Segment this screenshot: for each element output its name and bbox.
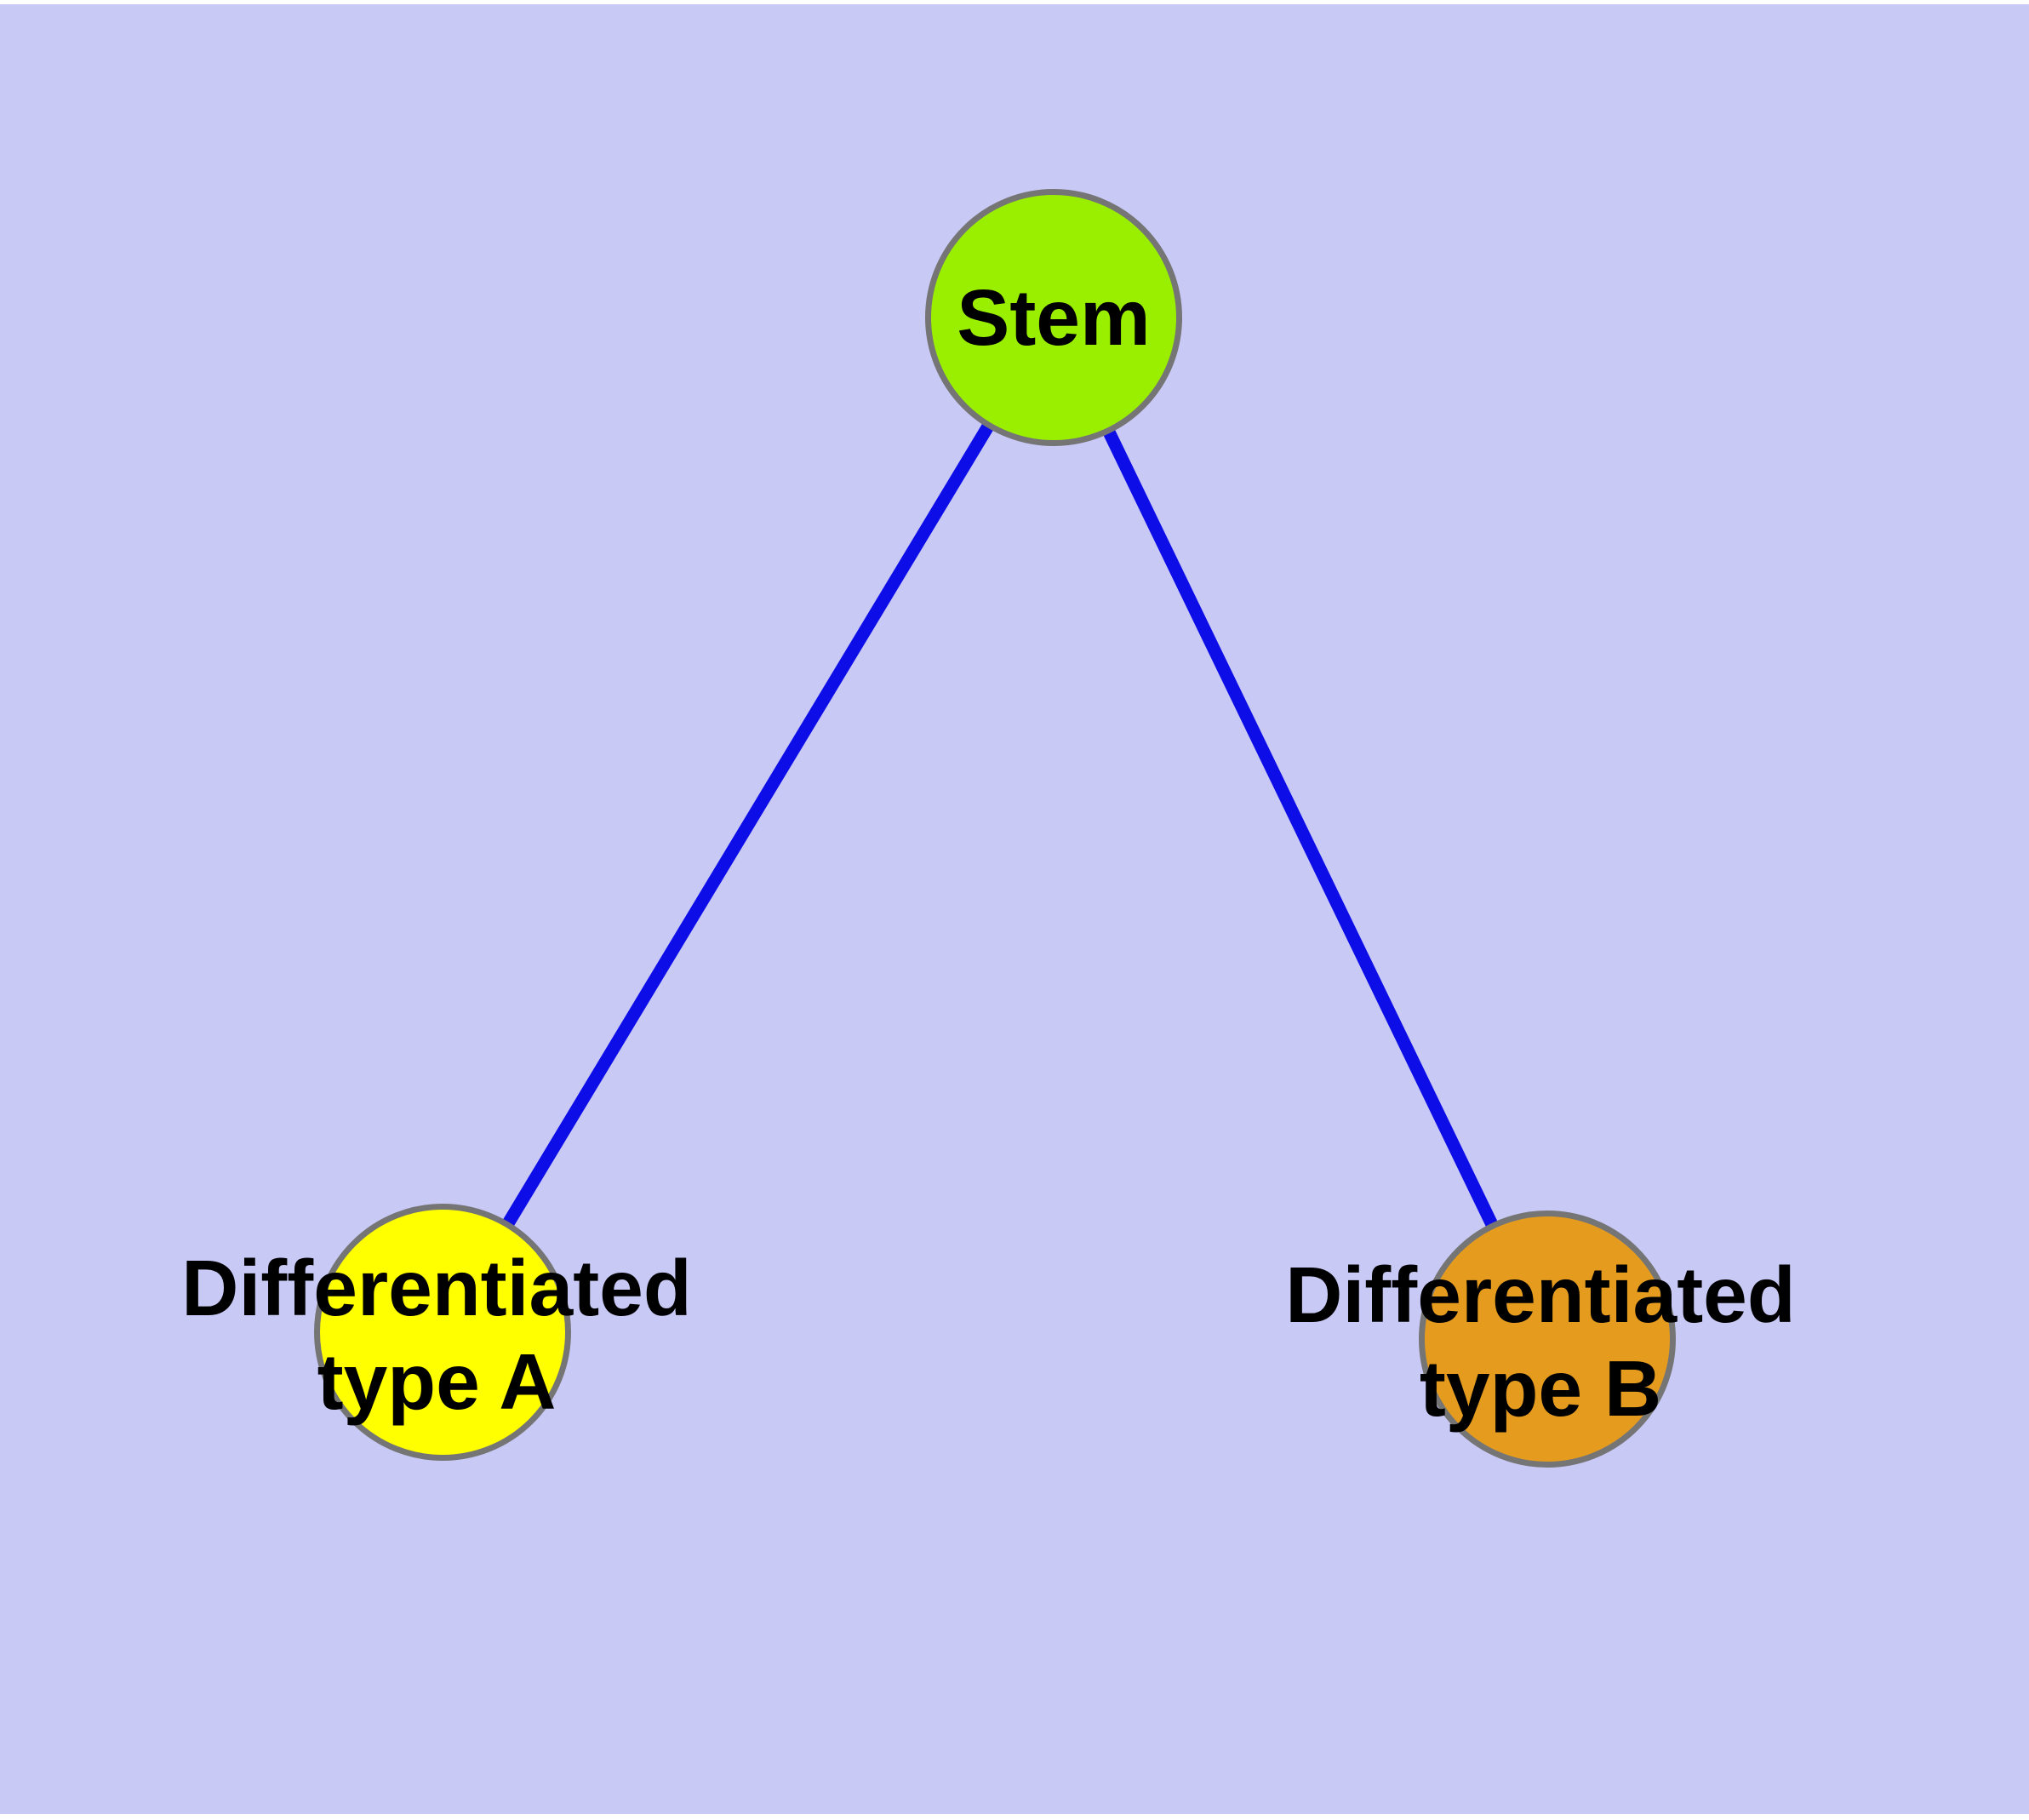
node-stem-label: Stem: [957, 271, 1150, 364]
node-differentiated-type-b-label: Differentiated type B: [1285, 1248, 1795, 1435]
node-b-label-line1: Differentiated: [1285, 1251, 1796, 1339]
node-b-label-line2: type B: [1419, 1344, 1662, 1433]
node-differentiated-type-a: [314, 1204, 571, 1461]
node-a-label-line2: type A: [317, 1337, 557, 1426]
edge-stem-to-type-a: [437, 314, 1060, 1336]
node-a-label-line1: Differentiated: [181, 1244, 692, 1332]
node-differentiated-type-b: [1419, 1210, 1676, 1468]
node-stem-label-line1: Stem: [957, 273, 1151, 362]
node-differentiated-type-a-label: Differentiated type A: [181, 1241, 691, 1428]
node-stem: [925, 189, 1182, 446]
edge-stem-to-type-b: [1048, 314, 1553, 1342]
